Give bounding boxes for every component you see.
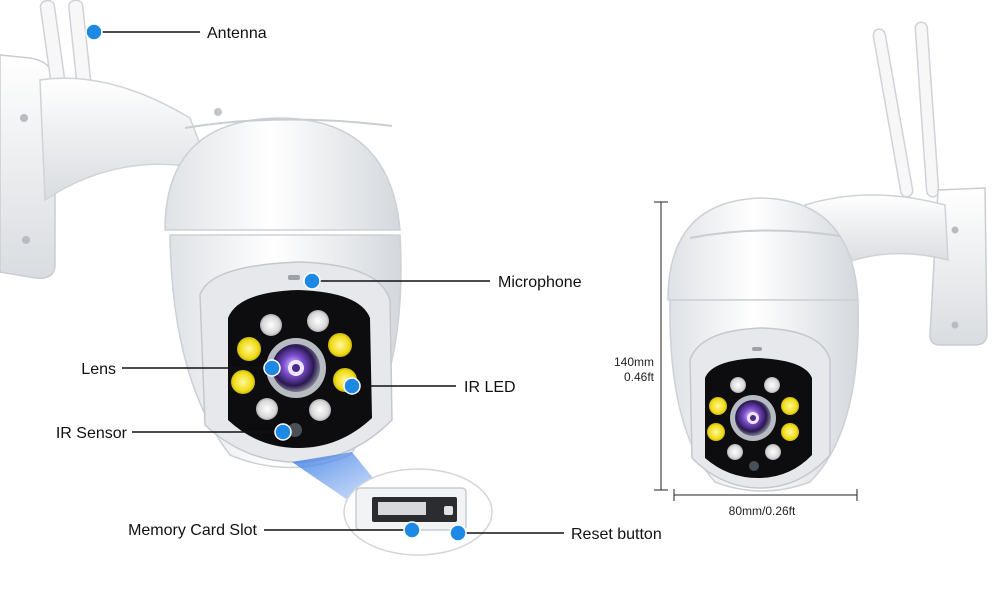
label-lens: Lens bbox=[81, 361, 116, 378]
callout-antenna: Antenna bbox=[85, 23, 267, 42]
led-ring-large bbox=[231, 310, 357, 421]
camera-large bbox=[0, 0, 493, 556]
marker-dot bbox=[274, 423, 292, 441]
marker-dot bbox=[303, 272, 321, 290]
led-ring-small bbox=[707, 377, 799, 460]
callout-microphone: Microphone bbox=[303, 272, 582, 291]
marker-dot bbox=[449, 524, 467, 542]
callout-ir-led: IR LED bbox=[343, 377, 516, 396]
marker-dot bbox=[263, 359, 281, 377]
label-ir-led: IR LED bbox=[464, 379, 516, 396]
marker-dot bbox=[403, 521, 421, 539]
label-microphone: Microphone bbox=[498, 274, 582, 291]
marker-dot bbox=[343, 377, 361, 395]
marker-dot bbox=[85, 23, 103, 41]
width-label: 80mm/0.26ft bbox=[729, 504, 796, 518]
camera-small bbox=[667, 21, 988, 492]
label-reset-button: Reset button bbox=[571, 526, 662, 543]
callout-memory-card-slot: Memory Card Slot bbox=[128, 521, 421, 539]
label-memory-card-slot: Memory Card Slot bbox=[128, 522, 257, 539]
callout-ir-sensor: IR Sensor bbox=[56, 423, 292, 442]
height-dimension bbox=[654, 201, 668, 491]
callout-reset-button: Reset button bbox=[449, 524, 662, 543]
label-ir-sensor: IR Sensor bbox=[56, 425, 128, 442]
width-dimension bbox=[673, 489, 858, 501]
label-antenna: Antenna bbox=[207, 25, 267, 42]
height-ft-label: 0.46ft bbox=[624, 370, 655, 384]
height-mm-label: 140mm bbox=[614, 355, 654, 369]
callout-lens: Lens bbox=[81, 359, 281, 378]
memory-card-inset bbox=[343, 468, 493, 556]
